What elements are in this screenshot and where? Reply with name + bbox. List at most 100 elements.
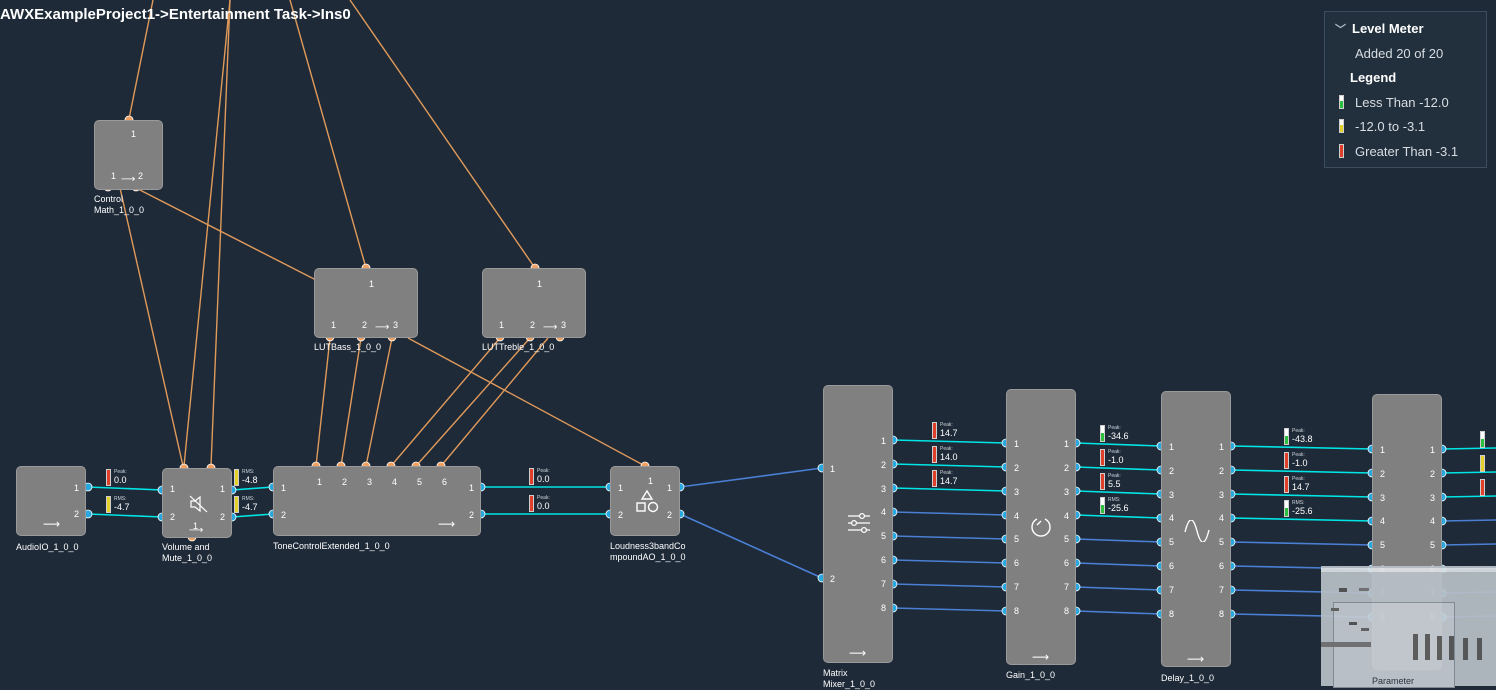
- block-label-line: Control: [94, 194, 124, 204]
- legend-item: -12.0 to -3.1: [1339, 119, 1425, 134]
- block-control-math[interactable]: 1 1 2 ⟶: [94, 120, 163, 190]
- port-label: 7: [1014, 582, 1020, 592]
- audio-wire[interactable]: [1075, 538, 1162, 543]
- chevron-down-icon[interactable]: ﹀: [1335, 24, 1346, 36]
- audio-wire[interactable]: [1441, 471, 1496, 474]
- block-lutbass[interactable]: 1 1 2 3 ⟶: [314, 268, 418, 338]
- control-wire[interactable]: [289, 0, 367, 269]
- audio-wire[interactable]: [1075, 466, 1162, 471]
- level-meter: Peak:14.7: [932, 421, 958, 441]
- legend-header[interactable]: ﹀Level Meter: [1335, 21, 1424, 37]
- meter-bar: [1284, 500, 1289, 517]
- control-wire[interactable]: [210, 0, 231, 467]
- control-wire[interactable]: [340, 337, 362, 467]
- port-label: 3: [1430, 493, 1436, 503]
- arrow-right-icon: ⟶: [43, 517, 61, 531]
- legend-item: Greater Than -3.1: [1339, 144, 1458, 159]
- level-meter-legend-panel: ﹀Level Meter Added 20 of 20 Legend Less …: [1324, 11, 1487, 168]
- audio-wire[interactable]: [1075, 562, 1162, 567]
- audio-wire[interactable]: [1441, 447, 1496, 450]
- control-wire[interactable]: [128, 0, 154, 120]
- audio-wire[interactable]: [1075, 586, 1162, 591]
- audio-wire[interactable]: [1441, 495, 1496, 498]
- audio-wire[interactable]: [892, 487, 1007, 492]
- audio-wire[interactable]: [1075, 442, 1162, 447]
- port-label: 2: [881, 460, 887, 470]
- minimap-preview: [1321, 568, 1496, 660]
- port-label: 3: [1219, 490, 1225, 500]
- audio-wire[interactable]: [892, 607, 1007, 612]
- control-wire[interactable]: [315, 337, 331, 467]
- port-label: 1: [369, 279, 375, 289]
- audio-wire[interactable]: [1230, 517, 1373, 522]
- arrow-right-icon: ⟶: [1187, 652, 1205, 666]
- audio-wire[interactable]: [1441, 543, 1496, 546]
- audio-wire[interactable]: [1230, 445, 1373, 450]
- block-loudness[interactable]: 1 1 2 1 2: [610, 466, 680, 536]
- block-label-line: Math_1_0_0: [94, 205, 145, 215]
- control-wire[interactable]: [183, 0, 231, 467]
- block-delay[interactable]: 1 2 3 4 5 6 7 8 1 2 3 4 5 6 7 8 ⟶: [1161, 391, 1231, 667]
- audio-wire[interactable]: [892, 463, 1007, 468]
- audio-wire[interactable]: [1230, 493, 1373, 498]
- audio-wire[interactable]: [892, 559, 1007, 564]
- audio-wire[interactable]: [892, 439, 1007, 444]
- control-wire[interactable]: [407, 337, 646, 467]
- audio-wire[interactable]: [1230, 469, 1373, 474]
- audio-wire[interactable]: [892, 535, 1007, 540]
- audio-wire[interactable]: [87, 486, 163, 491]
- audio-wire[interactable]: [1075, 610, 1162, 615]
- level-meter: RMS:-4.7: [234, 495, 260, 515]
- audio-wire[interactable]: [679, 513, 823, 579]
- block-gain[interactable]: 1 2 3 4 5 6 7 8 1 2 3 4 5 6 7 8 ⟶: [1006, 389, 1076, 665]
- level-meter: Peak:14.7: [932, 469, 958, 489]
- control-wire[interactable]: [390, 337, 501, 467]
- block-tonecontrol[interactable]: 1 2 3 4 5 6 1 2 1 2 ⟶: [273, 466, 481, 536]
- audio-wire[interactable]: [1075, 490, 1162, 495]
- port-label: 5: [417, 477, 423, 487]
- control-wire[interactable]: [415, 337, 531, 467]
- audio-wire[interactable]: [87, 513, 163, 518]
- minimap[interactable]: [1321, 566, 1496, 688]
- port-label: 1: [1219, 442, 1225, 452]
- control-wire[interactable]: [349, 0, 536, 269]
- port-label: 2: [1430, 469, 1436, 479]
- audio-wire[interactable]: [892, 583, 1007, 588]
- control-wire[interactable]: [440, 337, 549, 467]
- audio-wire[interactable]: [1075, 514, 1162, 519]
- port-label: 1: [469, 483, 475, 493]
- port-label: 1: [317, 477, 323, 487]
- audio-wire[interactable]: [1230, 541, 1373, 546]
- control-wire[interactable]: [119, 187, 184, 467]
- port-label: 1: [881, 436, 887, 446]
- audio-wire[interactable]: [231, 486, 274, 491]
- meter-bar: [1100, 449, 1105, 466]
- meter-kind: Peak:: [537, 495, 550, 501]
- port-label: 1: [618, 483, 624, 493]
- block-label-line: Matrix: [823, 668, 848, 678]
- meter-value: 14.0: [940, 452, 958, 462]
- meter-bar: [234, 496, 239, 513]
- audio-wire[interactable]: [1441, 519, 1496, 522]
- audio-wire[interactable]: [679, 467, 823, 488]
- block-label: Gain_1_0_0: [1006, 670, 1056, 680]
- legend-swatch: [1339, 95, 1344, 109]
- port-label: 2: [1169, 466, 1175, 476]
- audio-wire[interactable]: [231, 513, 274, 518]
- block-volume-mute[interactable]: 1 2 1 2 1 ⟶: [162, 468, 232, 538]
- control-wire[interactable]: [135, 187, 317, 281]
- block-matrix-mixer[interactable]: 1 2 1 2 3 4 5 6 7 8 ⟶: [823, 385, 893, 663]
- port-label: 3: [561, 320, 567, 330]
- meter-value: 14.7: [940, 428, 958, 438]
- port-label: 8: [881, 603, 887, 613]
- block-luttreble[interactable]: 1 1 2 3 ⟶: [482, 268, 586, 338]
- control-wire[interactable]: [365, 337, 393, 467]
- port-label: 2: [530, 320, 536, 330]
- port-label: 4: [1169, 513, 1175, 523]
- meter-value: 0.0: [114, 475, 127, 485]
- port-label: 4: [392, 477, 398, 487]
- block-audioio[interactable]: 1 2 ⟶: [16, 466, 86, 536]
- legend-added-count: Added 20 of 20: [1355, 46, 1444, 61]
- audio-wire[interactable]: [892, 511, 1007, 516]
